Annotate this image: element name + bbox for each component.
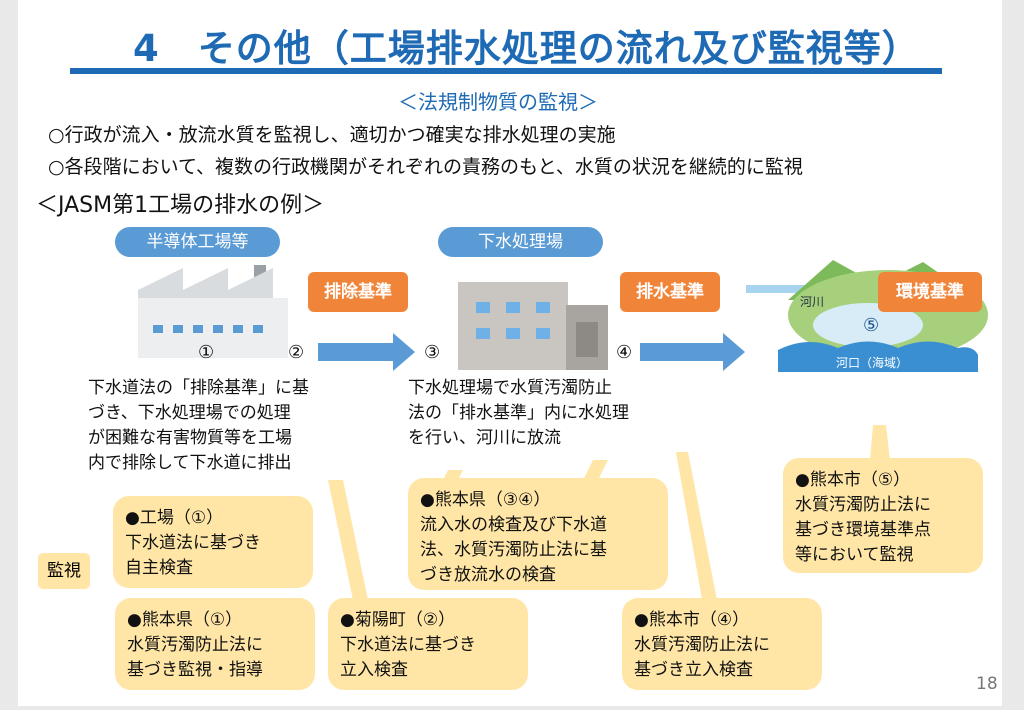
- estuary-label: 河口（海域）: [836, 356, 909, 370]
- arrow-sewage-to-river: [640, 333, 745, 371]
- factory-icon: [138, 265, 288, 358]
- pointer-city4: [676, 452, 718, 605]
- river-label: 河川: [800, 295, 825, 309]
- page-title: 4 その他（工場排水処理の流れ及び監視等）: [133, 27, 920, 70]
- standard-discharge-badge: 排除基準: [308, 272, 408, 312]
- factory-label: 半導体工場等: [115, 227, 280, 257]
- subtitle: ＜法規制物質の監視＞: [398, 90, 598, 114]
- sewage-plant-icon: [458, 282, 608, 370]
- sewage-description: 下水処理場で水質汚濁防止 法の「排水基準」内に水処理 を行い、河川に放流: [408, 378, 629, 448]
- arrow-factory-to-sewage: [318, 333, 415, 371]
- pointer-pref34-right: [583, 460, 608, 480]
- slide: 4 その他（工場排水処理の流れ及び監視等） ＜法規制物質の監視＞ ○行政が流入・…: [18, 0, 1002, 706]
- example-heading: ＜JASM第1工場の排水の例＞: [36, 193, 325, 218]
- monitor-label: 監視: [38, 553, 90, 589]
- bullet-1: ○行政が流入・放流水質を監視し、適切かつ確実な排水処理の実施: [48, 124, 616, 146]
- pointer-kikuyo: [328, 480, 368, 600]
- sewage-plant-label: 下水処理場: [438, 227, 603, 257]
- standard-effluent-badge: 排水基準: [620, 272, 720, 312]
- marker-4: ④: [616, 342, 633, 363]
- box-factory: ●工場（①） 下水道法に基づき 自主検査: [113, 496, 313, 588]
- box-pref-1: ●熊本県（①） 水質汚濁防止法に 基づき監視・指導: [115, 598, 315, 690]
- bullet-2: ○各段階において、複数の行政機関がそれぞれの責務のもと、水質の状況を継続的に監視: [48, 156, 803, 178]
- factory-description: 下水道法の「排除基準」に基 づき、下水処理場での処理 が困難な有害物質等を工場 …: [88, 378, 309, 473]
- marker-1: ①: [198, 342, 215, 363]
- box-pref-3-4: ●熊本県（③④） 流入水の検査及び下水道 法、水質汚濁防止法に基 づき放流水の検…: [408, 478, 668, 590]
- marker-5: ⑤: [863, 315, 880, 336]
- marker-2: ②: [288, 342, 305, 363]
- box-city-4: ●熊本市（④） 水質汚濁防止法に 基づき立入検査: [622, 598, 822, 690]
- standard-environment-badge: 環境基準: [878, 272, 982, 312]
- pointer-city5: [870, 425, 890, 460]
- page-number: 18: [976, 674, 998, 694]
- box-city-5: ●熊本市（⑤） 水質汚濁防止法に 基づき環境基準点 等において監視: [783, 458, 983, 573]
- title-underline: [70, 68, 942, 74]
- box-kikuyo: ●菊陽町（②） 下水道法に基づき 立入検査: [328, 598, 528, 690]
- marker-3: ③: [424, 342, 441, 363]
